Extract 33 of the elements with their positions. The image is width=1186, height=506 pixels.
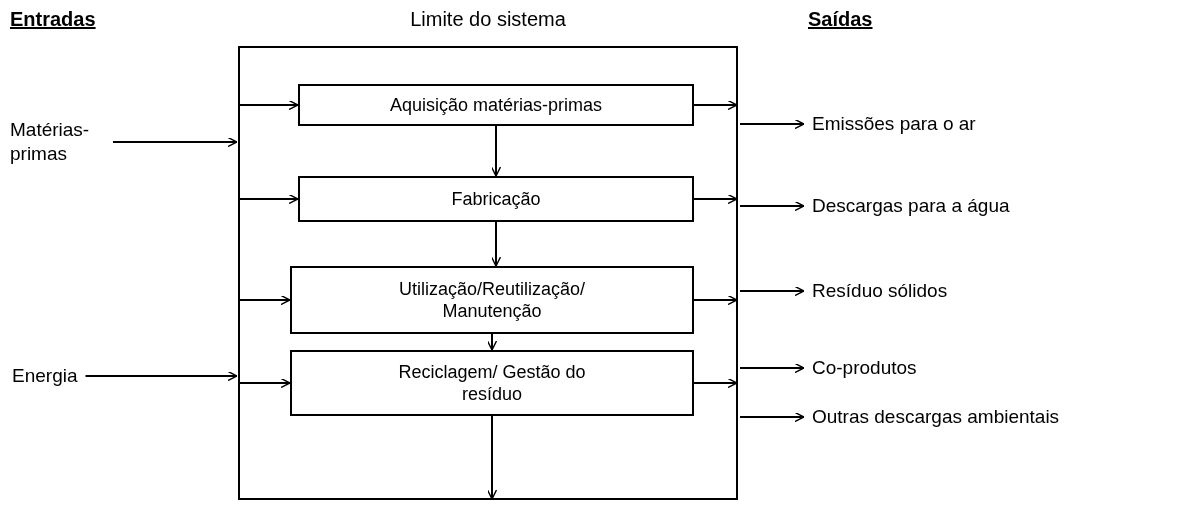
- arrow: [739, 118, 805, 130]
- arrow: [490, 221, 502, 267]
- arrow: [238, 193, 299, 205]
- arrow: [112, 136, 238, 148]
- arrow: [739, 411, 805, 423]
- flow-label: Outras descargas ambientais: [812, 405, 1060, 429]
- flow-label: Resíduo sólidos: [812, 279, 948, 303]
- arrow: [490, 125, 502, 177]
- column-heading: Saídas: [808, 8, 873, 31]
- arrow: [486, 415, 498, 500]
- arrow: [84, 370, 238, 382]
- process-box: Aquisição matérias-primas: [298, 84, 694, 126]
- arrow: [238, 99, 299, 111]
- arrow: [739, 362, 805, 374]
- arrow: [739, 200, 805, 212]
- arrow: [693, 377, 738, 389]
- boundary-title: Limite do sistema: [409, 8, 567, 31]
- arrow: [693, 294, 738, 306]
- flow-label: Emissões para o ar: [812, 112, 976, 136]
- process-box: Reciclagem/ Gestão do resíduo: [290, 350, 694, 416]
- process-box: Utilização/Reutilização/ Manutenção: [290, 266, 694, 334]
- arrow: [486, 333, 498, 351]
- arrow: [693, 193, 738, 205]
- arrow: [739, 285, 805, 297]
- column-heading: Entradas: [10, 8, 96, 31]
- flow-label: Descargas para a água: [812, 194, 1010, 218]
- process-box: Fabricação: [298, 176, 694, 222]
- flow-label: Energia: [12, 364, 78, 388]
- flow-label: Matérias- primas: [10, 118, 105, 166]
- flow-label: Co-produtos: [812, 356, 917, 380]
- arrow: [238, 377, 291, 389]
- arrow: [693, 99, 738, 111]
- arrow: [238, 294, 291, 306]
